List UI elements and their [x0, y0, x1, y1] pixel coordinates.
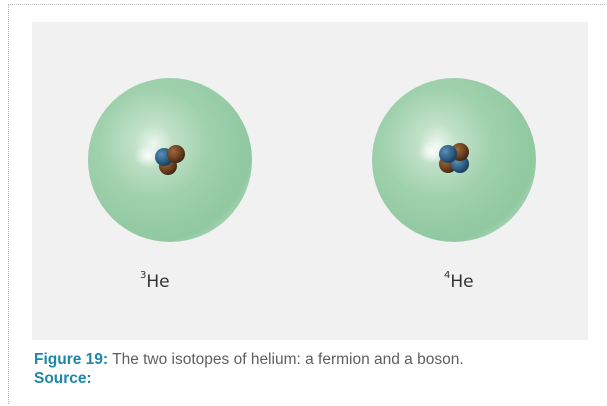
helium-3-label: 3He: [140, 270, 170, 292]
figure-number: Figure 19:: [34, 351, 109, 368]
helium-3-atom: [88, 78, 252, 242]
source-label: Source:: [34, 370, 92, 387]
caption-text: The two isotopes of helium: a fermion an…: [108, 351, 464, 368]
mass-number: 3: [140, 270, 147, 282]
proton: [439, 145, 457, 163]
helium-4-atom: [372, 78, 536, 242]
neutron: [167, 145, 185, 163]
helium-4-label: 4He: [444, 270, 474, 292]
element-symbol: He: [450, 272, 474, 292]
helium-3-nucleus: [134, 144, 185, 175]
figure-image: 3He 4He: [32, 22, 588, 340]
element-symbol: He: [146, 272, 170, 292]
mass-number: 4: [444, 270, 451, 282]
highlight: [134, 144, 162, 168]
highlight: [418, 140, 446, 164]
helium-4-nucleus: [418, 140, 469, 173]
figure-frame: [8, 4, 605, 404]
figure-caption: Figure 19: The two isotopes of helium: a…: [34, 350, 594, 388]
